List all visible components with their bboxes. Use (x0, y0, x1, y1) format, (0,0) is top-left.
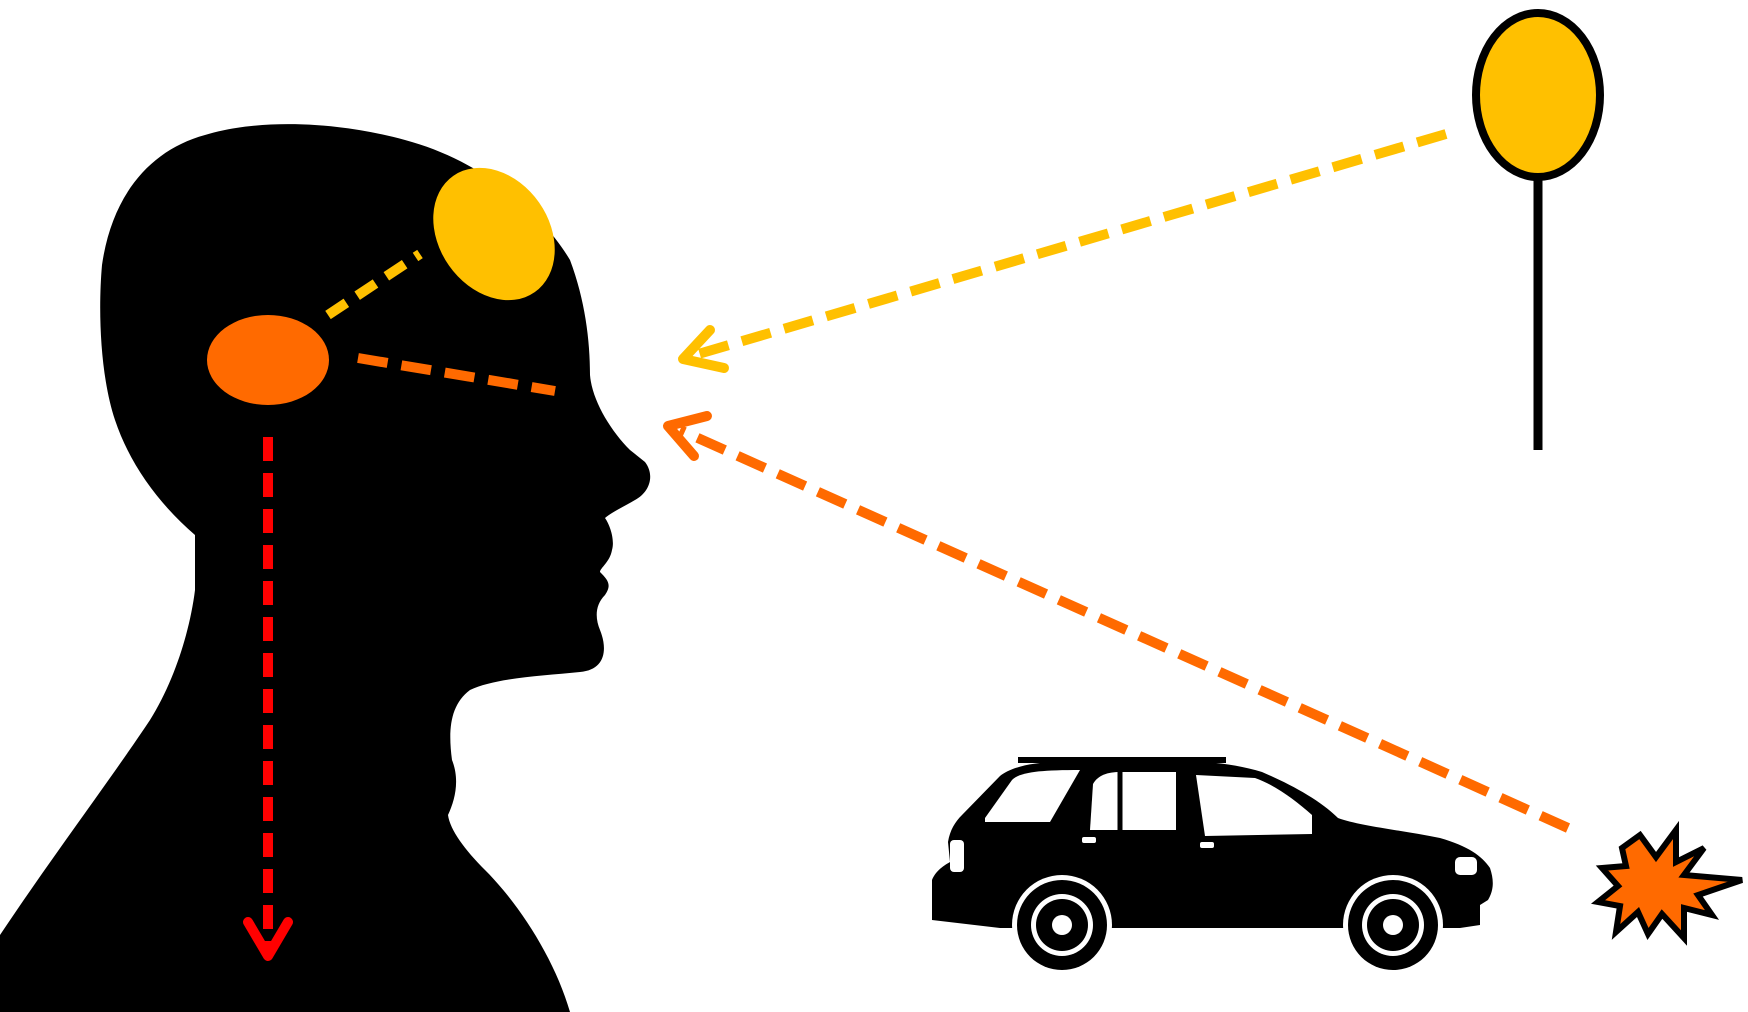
sign-to-eye-arrow (695, 134, 1446, 355)
rear-wheel (1017, 880, 1107, 970)
brain-region-orange (207, 315, 329, 405)
sign-icon (1476, 13, 1600, 450)
starburst-icon (1598, 830, 1742, 938)
front-wheel (1348, 880, 1438, 970)
car-icon (932, 757, 1493, 975)
